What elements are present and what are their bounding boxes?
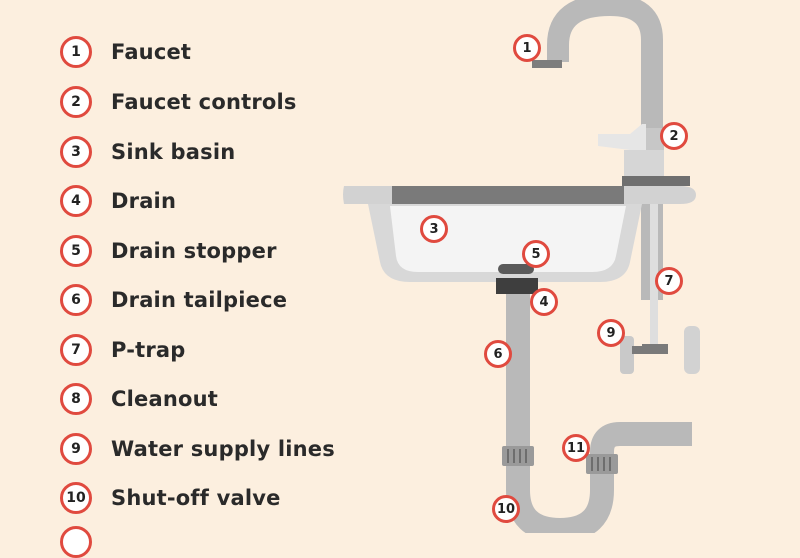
- legend-label: Drain tailpiece: [111, 288, 288, 312]
- number-badge: 9: [60, 433, 92, 465]
- number-badge: 8: [60, 383, 92, 415]
- faucet-control-lever: [598, 124, 646, 150]
- legend-label: Water supply lines: [111, 437, 335, 461]
- number-badge: 4: [60, 185, 92, 217]
- legend-item-cleanout: 8 Cleanout: [60, 383, 218, 415]
- faucet-aerator: [532, 60, 562, 68]
- marker-faucet: 1: [513, 34, 541, 62]
- legend-label: Faucet: [111, 40, 192, 64]
- legend-label: Shut-off valve: [111, 486, 281, 510]
- number-badge: 2: [60, 86, 92, 118]
- marker-water-supply-lines: 7: [655, 267, 683, 295]
- trap-arm: [590, 422, 692, 470]
- slip-nut-left: [502, 446, 534, 466]
- marker-drain: 4: [530, 288, 558, 316]
- p-trap: [506, 466, 614, 533]
- number-badge: 5: [60, 235, 92, 267]
- marker-p-trap: 10: [492, 495, 520, 523]
- marker-drain-stopper: 5: [522, 240, 550, 268]
- legend-label: Drain: [111, 189, 177, 213]
- water-supply-line: [650, 204, 658, 348]
- shut-off-valve-handle: [620, 336, 634, 374]
- cut-off-badge: [60, 526, 92, 558]
- number-badge: 10: [60, 482, 92, 514]
- number-badge: 3: [60, 136, 92, 168]
- number-badge: 7: [60, 334, 92, 366]
- shut-off-valve-connector: [632, 346, 644, 354]
- marker-drain-tailpiece: 6: [484, 340, 512, 368]
- legend-item-faucet-controls: 2 Faucet controls: [60, 86, 297, 118]
- legend-label: Drain stopper: [111, 239, 277, 263]
- marker-shut-off-valve: 9: [597, 319, 625, 347]
- legend-label: Sink basin: [111, 140, 236, 164]
- legend-label: Faucet controls: [111, 90, 297, 114]
- marker-sink-basin: 3: [420, 215, 448, 243]
- faucet-control-base: [624, 150, 664, 180]
- legend-item-drain-tailpiece: 6 Drain tailpiece: [60, 284, 287, 316]
- marker-cleanout: 11: [562, 434, 590, 462]
- number-badge: 6: [60, 284, 92, 316]
- legend-item-drain: 4 Drain: [60, 185, 176, 217]
- faucet-spout: [547, 0, 663, 300]
- legend-item-p-trap: 7 P-trap: [60, 334, 186, 366]
- sink-plumbing-diagram: 1 2 3 5 4 7 9 6 11 10: [330, 0, 800, 533]
- sink-opening: [392, 186, 624, 206]
- legend-label: P-trap: [111, 338, 186, 362]
- legend-item-water-supply-lines: 9 Water supply lines: [60, 433, 335, 465]
- faucet-deck-plate: [622, 176, 690, 186]
- slip-nut-right: [586, 454, 618, 474]
- sink-basin-inner: [390, 206, 626, 272]
- parts-legend: 1 Faucet 2 Faucet controls 3 Sink basin …: [0, 0, 360, 558]
- drain-flange: [496, 278, 538, 294]
- legend-item-faucet: 1 Faucet: [60, 36, 191, 68]
- legend-item-shut-off-valve: 10 Shut-off valve: [60, 482, 281, 514]
- drain-stopper: [498, 264, 534, 274]
- legend-label: Cleanout: [111, 387, 218, 411]
- number-badge: 1: [60, 36, 92, 68]
- marker-faucet-controls: 2: [660, 122, 688, 150]
- shut-off-valve-stem: [642, 344, 668, 354]
- legend-item-sink-basin: 3 Sink basin: [60, 136, 235, 168]
- drain-tailpiece: [506, 294, 530, 454]
- legend-item-drain-stopper: 5 Drain stopper: [60, 235, 277, 267]
- shut-off-valve-body: [684, 326, 700, 374]
